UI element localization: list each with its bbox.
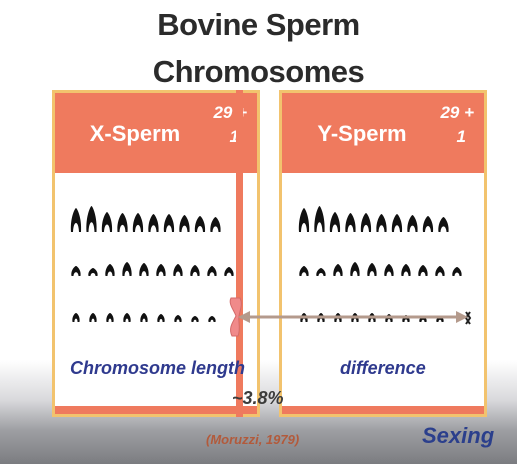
x-row1-chromosome	[117, 213, 127, 232]
x-row2-chromosome	[71, 266, 80, 276]
y-chromosome	[466, 312, 470, 324]
x-row1-chromosome	[71, 208, 81, 232]
x-row1-chromosome	[148, 214, 158, 232]
y-row2-chromosome	[401, 264, 410, 276]
y-row2-chromosome	[367, 263, 376, 276]
x-row3-chromosome	[123, 313, 130, 322]
x-row1-chromosome	[102, 212, 112, 232]
x-row3-chromosome	[191, 316, 198, 322]
y-row1-chromosome	[314, 206, 324, 232]
x-row1-chromosome	[210, 217, 220, 232]
x-row3-chromosome	[208, 316, 215, 322]
x-row1-chromosome	[164, 214, 174, 232]
y-karyotype-rows	[299, 206, 462, 322]
x-row2-chromosome	[224, 267, 233, 276]
x-row2-chromosome	[122, 262, 131, 276]
y-row1-chromosome	[345, 213, 355, 232]
y-row2-chromosome	[299, 266, 308, 276]
y-row1-chromosome	[438, 217, 448, 232]
y-row2-chromosome	[333, 264, 342, 276]
y-row2-chromosome	[350, 262, 359, 276]
caption-difference: difference	[340, 358, 426, 379]
y-row2-chromosome	[452, 267, 461, 276]
x-row3-chromosome	[157, 314, 164, 322]
x-row2-chromosome	[105, 264, 114, 276]
y-row1-chromosome	[423, 216, 433, 232]
x-row3-chromosome	[106, 313, 113, 322]
x-row3-chromosome	[72, 313, 79, 322]
x-row2-chromosome	[88, 268, 97, 276]
x-row3-chromosome	[174, 315, 181, 322]
y-row2-chromosome	[418, 265, 427, 276]
y-row1-chromosome	[330, 212, 340, 232]
x-karyotype-rows	[71, 206, 234, 322]
y-row1-chromosome	[361, 213, 371, 232]
y-row2-chromosome	[384, 264, 393, 276]
x-row1-chromosome	[86, 206, 96, 232]
caption-percent-difference: ~3.8%	[232, 388, 284, 409]
x-row2-chromosome	[139, 263, 148, 276]
y-row2-chromosome	[435, 266, 444, 276]
y-row1-chromosome	[376, 214, 386, 232]
x-row1-chromosome	[133, 213, 143, 232]
x-row3-chromosome	[89, 313, 96, 322]
citation: (Moruzzi, 1979)	[206, 432, 299, 447]
y-row1-chromosome	[299, 208, 309, 232]
y-row1-chromosome	[392, 214, 402, 232]
x-row3-chromosome	[140, 313, 147, 322]
x-row1-chromosome	[195, 216, 205, 232]
y-row2-chromosome	[316, 268, 325, 276]
x-row2-chromosome	[156, 264, 165, 276]
sexing-logo: Sexing	[422, 423, 494, 449]
x-row2-chromosome	[190, 265, 199, 276]
caption-chromosome-length: Chromosome length	[70, 358, 245, 379]
x-row2-chromosome	[173, 264, 182, 276]
y-row1-chromosome	[407, 215, 417, 232]
x-row2-chromosome	[207, 266, 216, 276]
x-row1-chromosome	[179, 215, 189, 232]
